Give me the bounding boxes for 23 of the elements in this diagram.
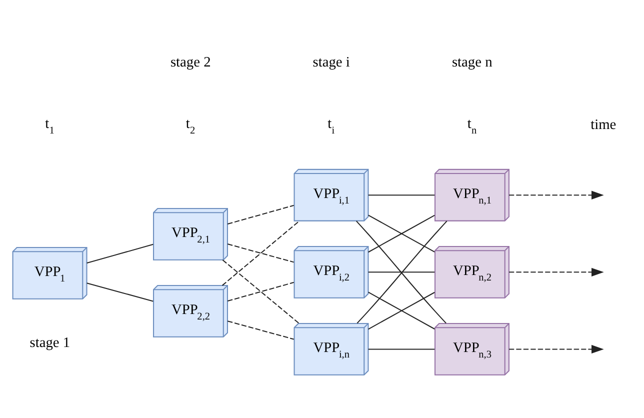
label: stage n — [452, 54, 492, 70]
connector — [222, 259, 300, 324]
label: stage 1 — [30, 334, 70, 350]
connector — [222, 220, 300, 286]
connector — [86, 282, 154, 302]
connector — [227, 320, 294, 340]
arrow — [509, 190, 604, 199]
label: stage 2 — [170, 54, 211, 70]
label: stage i — [312, 54, 350, 70]
connector — [227, 243, 294, 262]
label: t$_{i}$ — [328, 116, 335, 136]
label: time — [590, 116, 616, 133]
connector — [368, 271, 435, 272]
connector — [227, 204, 294, 224]
connector — [227, 281, 294, 302]
connector — [368, 194, 435, 196]
connector — [368, 348, 435, 350]
arrow — [509, 267, 604, 276]
label: t$_{1}$ — [45, 116, 54, 136]
label: t$_{2}$ — [186, 116, 196, 136]
connector — [86, 243, 154, 264]
label: t$_{n}$ — [467, 116, 477, 136]
arrow — [509, 344, 604, 354]
